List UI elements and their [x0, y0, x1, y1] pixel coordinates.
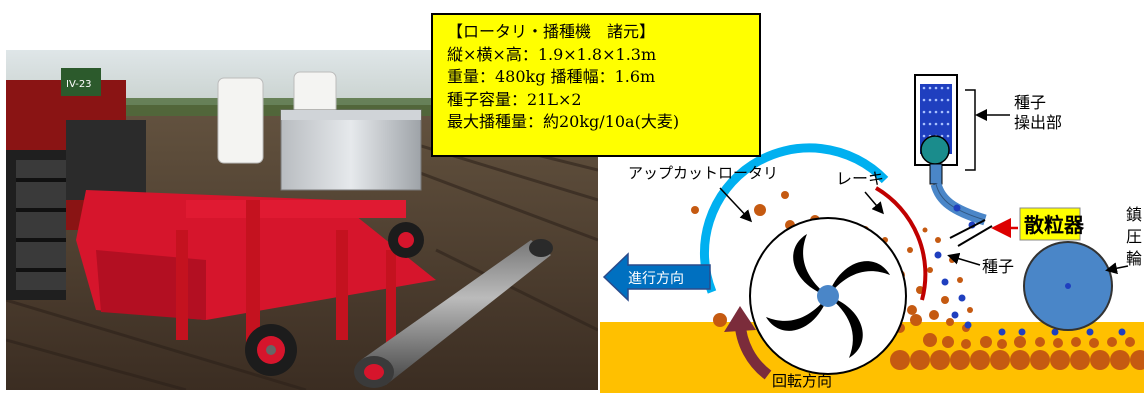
rotary-rotor [749, 217, 907, 375]
rotary-label: アップカットロータリ [628, 164, 778, 182]
spreader-box [1019, 207, 1081, 241]
direction-label: 進行方向 [628, 271, 684, 287]
svg-text:IV-23: IV-23 [66, 79, 92, 90]
press-wheel-label-3: 輪 [1126, 249, 1142, 268]
rake-label: レーキ [836, 169, 884, 188]
rotary-cover-arc [699, 143, 889, 294]
spec-box: 【ロータリ・播種機 諸元】 縦×横×高：1.9×1.8×1.3m 重量：480k… [431, 13, 761, 157]
spec-max-sowing: 最大播種量：約20kg/10a(大麦) [447, 112, 680, 131]
seed-feeder-label-line2: 操出部 [1014, 113, 1062, 132]
press-wheel-label: 鎮 圧 輪 [1126, 205, 1144, 268]
seed-feeder-label: 種子 操出部 [1014, 93, 1062, 132]
spec-seed-capacity: 種子容量：21L×2 [447, 89, 582, 109]
seed-label: 種子 [982, 257, 1014, 276]
spreader-label: 散粒器 [1024, 213, 1085, 237]
direction-arrow: 進行方向 [602, 252, 711, 302]
spreader-plate [949, 219, 993, 247]
spec-weight-width: 重量：480kg 播種幅：1.6m [447, 67, 656, 86]
rake [874, 186, 928, 301]
press-wheel-label-2: 圧 [1126, 227, 1142, 246]
seed-feeder-label-line1: 種子 [1014, 93, 1046, 112]
seed-feeder-bracket [965, 89, 976, 171]
falling-seeds [934, 251, 1126, 336]
spec-dimensions: 縦×横×高：1.9×1.8×1.3m [447, 44, 657, 64]
seed-feeder [914, 74, 987, 229]
rotation-label: 回転方向 [772, 372, 832, 390]
press-wheel-label-1: 鎮 [1126, 205, 1142, 224]
mechanism-diagram: 進行方向 種子 操出部 散粒器 [600, 74, 1144, 393]
spec-title: 【ロータリ・播種機 諸元】 [447, 22, 656, 41]
